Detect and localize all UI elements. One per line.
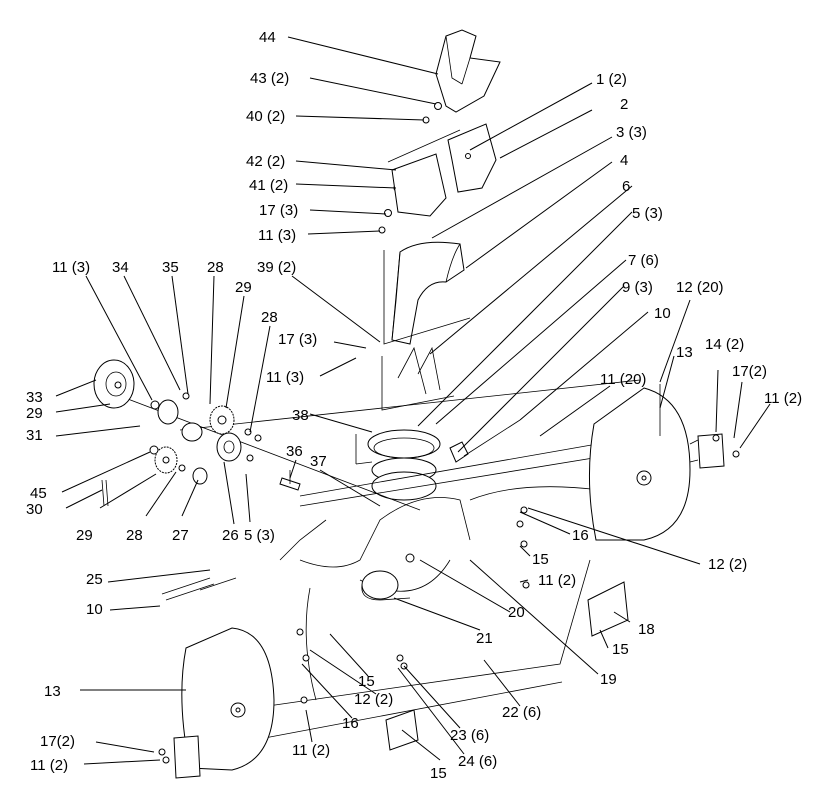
part-4-chute xyxy=(383,241,471,345)
callout-9: 9 (3) xyxy=(622,279,653,296)
callout-5-b: 5 (3) xyxy=(244,527,275,544)
callout-36: 36 xyxy=(286,443,303,460)
callout-30: 30 xyxy=(26,501,43,518)
callout-29-b: 29 xyxy=(26,405,43,422)
callout-17-c: 17(2) xyxy=(732,363,767,380)
callout-15-b: 15 xyxy=(612,641,629,658)
callout-22: 22 (6) xyxy=(502,704,541,721)
part-14-skid-right xyxy=(689,433,740,469)
callout-12-c: 12 (2) xyxy=(354,691,393,708)
callout-7: 7 (6) xyxy=(628,252,659,269)
callout-6: 6 xyxy=(622,178,630,195)
callout-28-a: 28 xyxy=(207,259,224,276)
part-drawings xyxy=(93,29,740,779)
callout-3: 3 (3) xyxy=(616,124,647,141)
callout-5-a: 5 (3) xyxy=(632,205,663,222)
callout-20: 20 xyxy=(508,604,525,621)
callout-10-b: 10 xyxy=(86,601,103,618)
callout-29-a: 29 xyxy=(235,279,252,296)
callout-11-d: 11 (2) xyxy=(764,390,802,407)
part-44-deflector xyxy=(435,29,501,113)
callout-17-d: 17(2) xyxy=(40,733,75,750)
callout-15-a: 15 xyxy=(532,551,549,568)
part-10-25-plates xyxy=(161,577,237,601)
part-18-scraper xyxy=(385,581,629,751)
callout-11-e: 11 (20) xyxy=(600,371,646,388)
part-29-sprocket-upper xyxy=(209,405,235,435)
part-9-10 xyxy=(449,419,521,463)
callout-11-b: 11 (3) xyxy=(52,259,90,276)
callout-11-g: 11 (2) xyxy=(292,742,330,759)
callout-25: 25 xyxy=(86,571,103,588)
callout-31: 31 xyxy=(26,427,43,444)
callout-17-a: 17 (3) xyxy=(259,202,298,219)
part-29-sprocket-lower xyxy=(149,445,208,485)
callout-42: 42 (2) xyxy=(246,153,285,170)
callout-16-b: 16 xyxy=(342,715,359,732)
callout-23: 23 (6) xyxy=(450,727,489,744)
part-33-pulley xyxy=(93,359,135,409)
part-38-chute-ring xyxy=(355,429,441,501)
part-21-drum xyxy=(361,570,411,601)
callout-13-a: 13 xyxy=(676,344,693,361)
callout-24: 24 (6) xyxy=(458,753,497,770)
callout-28-c: 28 xyxy=(126,527,143,544)
callout-12-a: 12 (20) xyxy=(676,279,724,296)
part-30-key xyxy=(101,479,109,507)
callout-11-a: 11 (3) xyxy=(258,227,296,244)
callout-35: 35 xyxy=(162,259,179,276)
part-34-35-bearing xyxy=(150,392,203,442)
callout-11-h: 11 (2) xyxy=(30,757,68,774)
part-2-plate xyxy=(447,123,497,193)
callout-2: 2 xyxy=(620,96,628,113)
part-13-sideplate-right xyxy=(588,384,691,541)
callout-14: 14 (2) xyxy=(705,336,744,353)
callout-11-c: 11 (3) xyxy=(266,369,304,386)
leader-lines xyxy=(55,36,771,765)
callout-13-b: 13 xyxy=(44,683,61,700)
callout-15-c: 15 xyxy=(358,673,375,690)
callout-39: 39 (2) xyxy=(257,259,296,276)
callout-1: 1 (2) xyxy=(596,71,627,88)
callout-29-c: 29 xyxy=(76,527,93,544)
part-13-sideplate-left xyxy=(181,627,275,771)
callout-27: 27 xyxy=(172,527,189,544)
callout-12-b: 12 (2) xyxy=(708,556,747,573)
callout-11-f: 11 (2) xyxy=(538,572,576,589)
callout-41: 41 (2) xyxy=(249,177,288,194)
callout-18: 18 xyxy=(638,621,655,638)
callout-26: 26 xyxy=(222,527,239,544)
callout-45: 45 xyxy=(30,485,47,502)
callout-43: 43 (2) xyxy=(250,70,289,87)
callout-33: 33 xyxy=(26,389,43,406)
callout-21: 21 xyxy=(476,630,493,647)
callout-38: 38 xyxy=(292,407,309,424)
callout-34: 34 xyxy=(112,259,129,276)
callout-4: 4 xyxy=(620,152,628,169)
callout-labels: 44 43 (2) 40 (2) 1 (2) 2 3 (3) 42 (2) 41… xyxy=(26,29,802,782)
part-14-skid-left xyxy=(158,735,201,779)
callout-17-b: 17 (3) xyxy=(278,331,317,348)
callout-40: 40 (2) xyxy=(246,108,285,125)
part-42-bracket xyxy=(387,129,461,217)
callout-19: 19 xyxy=(600,671,617,688)
callout-15-d: 15 xyxy=(430,765,447,782)
part-6-springs xyxy=(381,346,455,411)
callout-16-a: 16 xyxy=(572,527,589,544)
callout-37: 37 xyxy=(310,453,327,470)
callout-10-a: 10 xyxy=(654,305,671,322)
callout-28-b: 28 xyxy=(261,309,278,326)
callout-44: 44 xyxy=(259,29,276,46)
part-28-washers xyxy=(216,428,262,462)
hardware-top xyxy=(378,102,442,234)
